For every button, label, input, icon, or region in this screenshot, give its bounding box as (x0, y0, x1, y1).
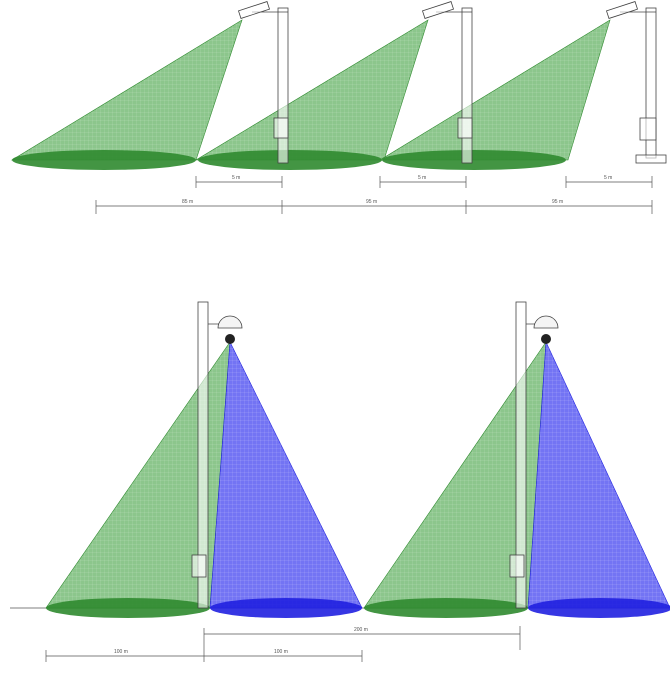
bottom-dimensions: 200 m 100 m 100 m (45, 626, 521, 662)
short-dim-label-2: 5 m (418, 175, 426, 181)
coverage-fan-1 (10, 19, 243, 170)
dome-unit-1 (45, 301, 363, 618)
spacing-dim-label: 200 m (354, 627, 368, 633)
long-dim-label-1: 85 m (182, 199, 193, 205)
pole-camera-3 (605, 1, 667, 164)
coverage-fan-3 (378, 19, 611, 170)
short-dim-label-1: 5 m (232, 175, 240, 181)
right-span-dim-label: 100 m (274, 649, 288, 655)
dome-camera-1 (217, 315, 243, 329)
long-dim-label-3: 95 m (552, 199, 563, 205)
bottom-section: 200 m 100 m 100 m (10, 301, 670, 662)
left-span-dim-label: 100 m (114, 649, 128, 655)
dome-camera-2 (533, 315, 559, 329)
top-section: 5 m 5 m 5 m 85 m 95 m 95 m (10, 1, 667, 214)
pole-camera-1 (237, 1, 289, 164)
long-dim-label-2: 95 m (366, 199, 377, 205)
pole-camera-2 (421, 1, 473, 164)
short-dim-label-3: 5 m (604, 175, 612, 181)
top-dimensions: 5 m 5 m 5 m 85 m 95 m 95 m (95, 175, 653, 214)
dome-unit-2 (363, 301, 670, 618)
coverage-fan-2 (194, 19, 429, 170)
